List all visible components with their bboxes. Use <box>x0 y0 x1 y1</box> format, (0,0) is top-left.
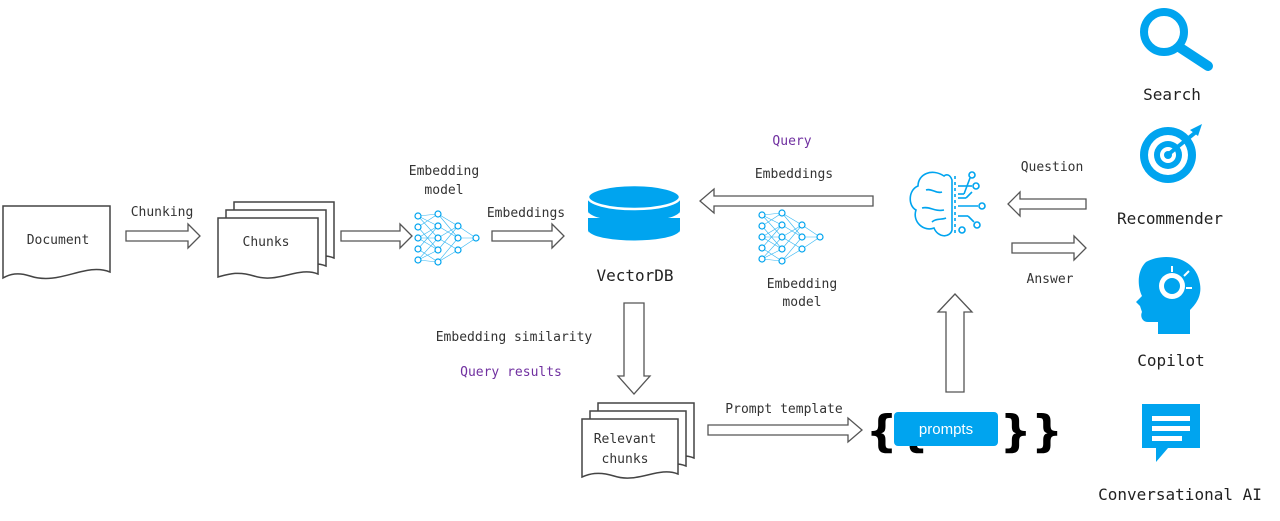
conversational-ai-app: Conversational AI <box>1098 404 1262 504</box>
database-icon <box>586 183 682 244</box>
embedding-model-top-label-2: model <box>424 183 463 198</box>
embedding-model-mid: Embedding model <box>758 209 837 310</box>
idea-head-icon <box>1136 257 1201 334</box>
embeddings-left-label: Embeddings <box>755 167 833 182</box>
embeddings-right-label: Embeddings <box>487 206 565 221</box>
brain-ai-icon <box>909 171 986 237</box>
neural-network-icon <box>758 209 824 265</box>
vectordb-label: VectorDB <box>596 266 673 285</box>
question-label: Question <box>1021 160 1084 175</box>
prompt-template-arrow: Prompt template <box>707 402 863 444</box>
target-icon <box>1140 124 1202 183</box>
document-label: Document <box>27 233 90 248</box>
close-brace: }} <box>1000 406 1063 457</box>
embedding-model-mid-label-2: model <box>782 295 821 310</box>
search-label: Search <box>1143 85 1201 104</box>
chat-icon <box>1142 404 1200 462</box>
prompts-to-llm-arrow <box>936 293 974 393</box>
recommender-label: Recommender <box>1117 209 1223 228</box>
similarity-down-arrow: Embedding similarity Query results <box>436 302 652 395</box>
vectordb-node: VectorDB <box>586 183 682 285</box>
query-results-label: Query results <box>460 365 562 380</box>
neural-network-icon <box>414 210 480 266</box>
relevant-chunks-label-1: Relevant <box>594 432 657 447</box>
search-icon <box>1140 8 1213 71</box>
chunking-label: Chunking <box>131 205 194 220</box>
relevant-chunks-label-2: chunks <box>602 452 649 467</box>
prompts-box <box>894 412 998 446</box>
chunks-node: Chunks <box>217 201 335 279</box>
embedding-similarity-label: Embedding similarity <box>436 330 593 345</box>
question-arrow: Question <box>1007 160 1087 218</box>
prompts-label: prompts <box>919 421 973 438</box>
answer-label: Answer <box>1027 272 1074 287</box>
embedding-model-mid-label-1: Embedding <box>767 277 837 292</box>
copilot-label: Copilot <box>1137 351 1204 370</box>
search-app: Search <box>1140 8 1213 104</box>
embeddings-to-db-arrow: Embeddings <box>487 206 565 250</box>
prompts-node: {{ prompts }} <box>866 406 1063 457</box>
answer-arrow: Answer <box>1011 234 1087 287</box>
recommender-app: Recommender <box>1117 124 1223 228</box>
embedding-model-top-label-1: Embedding <box>409 164 479 179</box>
copilot-app: Copilot <box>1136 257 1205 370</box>
document-node: Document <box>2 205 111 280</box>
chunks-to-model-arrow <box>340 222 413 250</box>
query-embeddings-arrow: Query Embeddings <box>699 134 874 215</box>
conversational-ai-label: Conversational AI <box>1098 485 1262 504</box>
embedding-model-top: Embedding model <box>409 164 480 266</box>
chunks-label: Chunks <box>243 235 290 250</box>
relevant-chunks-node: Relevant chunks <box>581 402 695 479</box>
prompt-template-label: Prompt template <box>725 402 843 417</box>
query-label: Query <box>772 134 811 149</box>
chunking-arrow: Chunking <box>125 205 201 250</box>
